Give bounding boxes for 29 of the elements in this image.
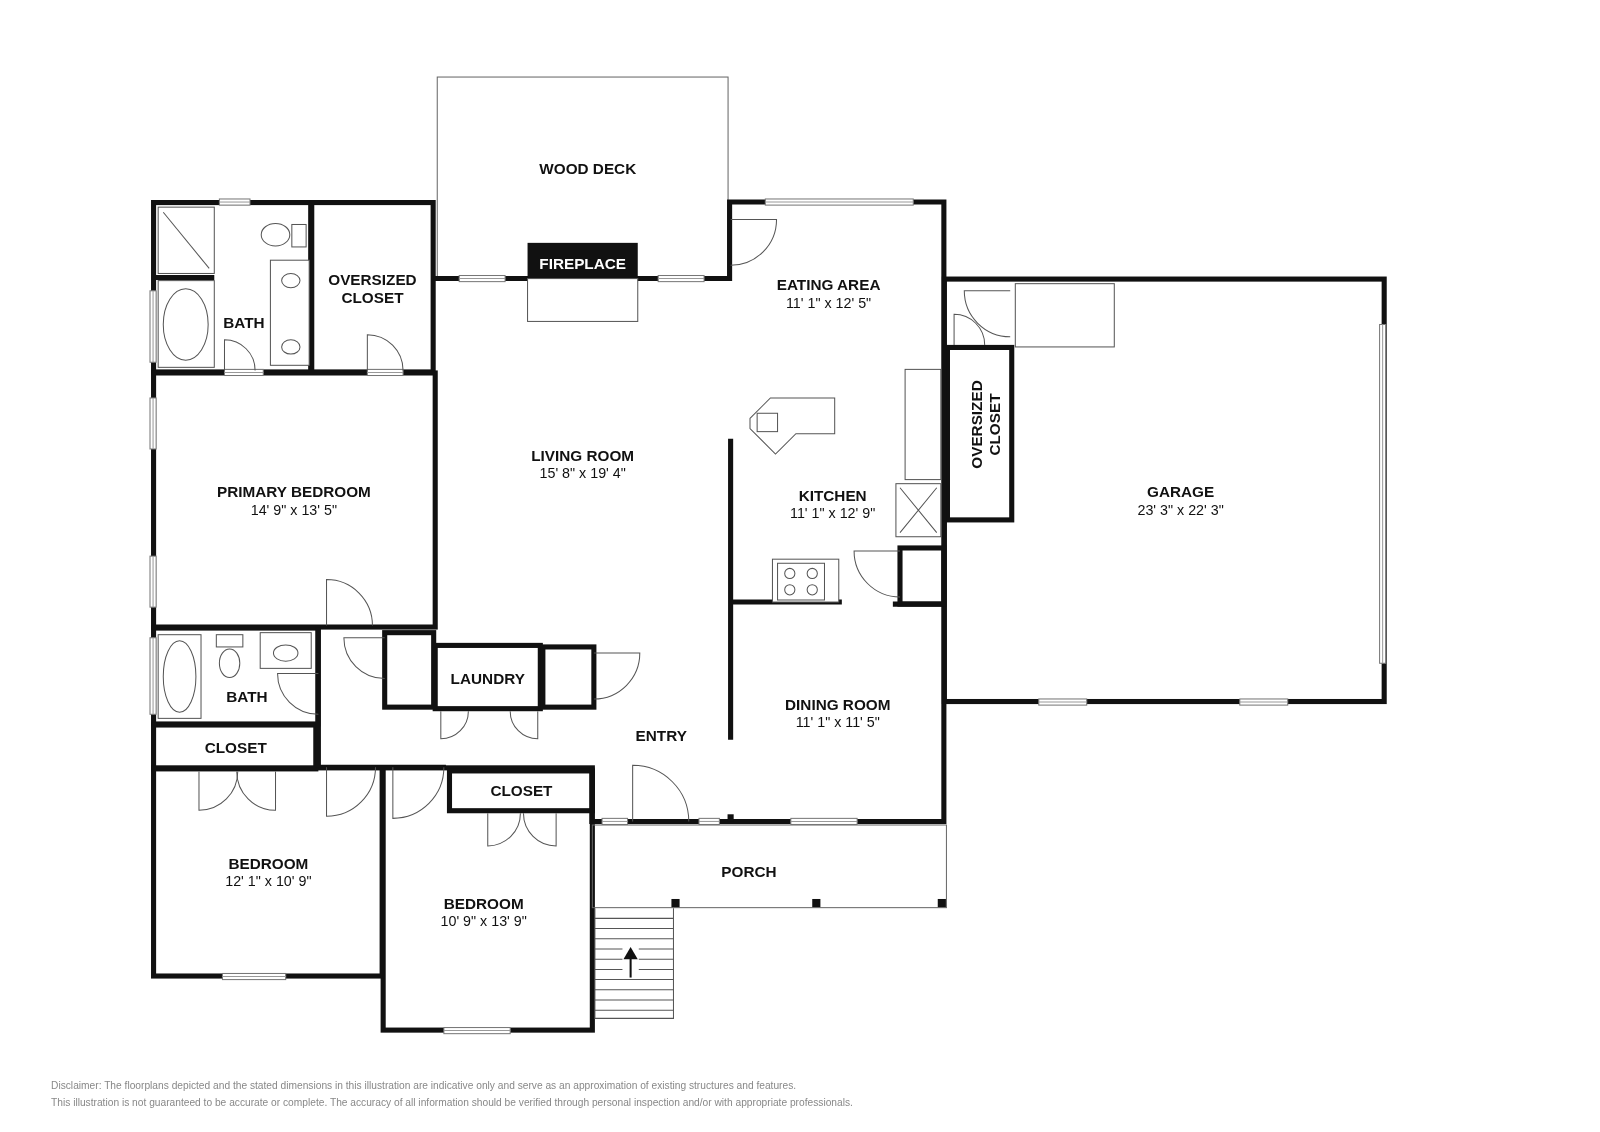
room-name: CLOSET (204, 738, 267, 758)
room-name: PORCH (721, 862, 777, 881)
room-name: BEDROOM (443, 894, 524, 913)
room-name: GARAGE (1147, 483, 1215, 502)
room-dimensions: 23' 3" x 22' 3" (1137, 501, 1224, 519)
room-dimensions: 11' 1" x 12' 9" (790, 504, 876, 522)
room-name: EATING AREA (776, 276, 881, 295)
room-name: OVERSIZED CLOSET (327, 270, 418, 308)
room-name: OVERSIZED CLOSET (967, 379, 1005, 471)
disclaimer-text: Disclaimer: The floorplans depicted and the stated dimensions in this illustration are indicative only and serve as an approximation of existing structures and features. (51, 1079, 797, 1091)
room-name: PRIMARY BEDROOM (216, 483, 371, 502)
room-name: CLOSET (490, 781, 553, 800)
room-name: WOOD DECK (539, 160, 637, 179)
room-name: BATH (223, 313, 265, 332)
room-name: FIREPLACE (539, 255, 627, 274)
room-dimensions: 10' 9" x 13' 9" (440, 912, 527, 931)
disclaimer-text: This illustration is not guaranteed to be accurate or complete. The accuracy of all information should be verified through personal inspection and/or with appropriate professionals. (51, 1096, 853, 1109)
room-dimensions: 15' 8" x 19' 4" (539, 464, 626, 483)
room-name: BATH (226, 687, 268, 707)
room-dimensions: 11' 1" x 12' 5" (785, 294, 872, 312)
room-dimensions: 14' 9" x 13' 5" (250, 501, 337, 519)
room-name: DINING ROOM (785, 695, 891, 714)
room-name: LIVING ROOM (531, 446, 635, 465)
room-name: ENTRY (635, 726, 687, 745)
room-name: KITCHEN (798, 486, 867, 505)
room-name: BEDROOM (228, 854, 309, 873)
room-name: LAUNDRY (450, 669, 525, 688)
room-dimensions: 11' 1" x 11' 5" (795, 713, 880, 732)
room-dimensions: 12' 1" x 10' 9" (225, 872, 312, 891)
